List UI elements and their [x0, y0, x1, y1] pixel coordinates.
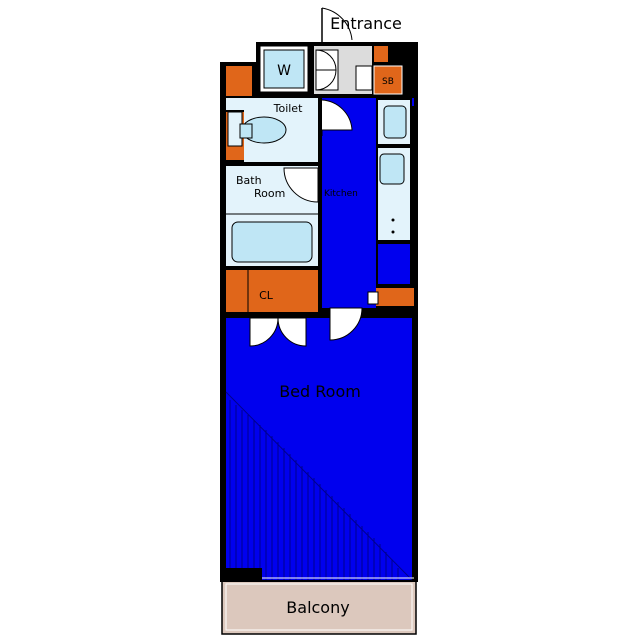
washer-space: W — [259, 45, 309, 93]
closet-label: CL — [259, 289, 274, 302]
bath-label-line1: Bath — [236, 174, 262, 187]
kitchen-label: Kitchen — [324, 189, 358, 199]
entrance-area — [314, 7, 388, 94]
balcony-window — [222, 568, 414, 580]
toilet-label: Toilet — [273, 102, 303, 115]
bedroom-floor — [225, 318, 413, 581]
closet: CL — [226, 270, 318, 312]
kitchen-counter: Kitchen — [324, 98, 414, 306]
shoe-box: SB — [373, 65, 403, 95]
shoe-box-label: SB — [382, 77, 394, 87]
washer-label: W — [277, 63, 291, 79]
toilet-room: Toilet — [226, 98, 353, 162]
floor-hatch — [229, 400, 399, 580]
bath-label-line2: Room — [254, 187, 285, 200]
bedroom-label: Bed Room — [279, 382, 361, 401]
balcony-label: Balcony — [286, 598, 349, 617]
kitchen-floor — [322, 98, 414, 308]
balcony — [221, 579, 417, 635]
bedroom-doors — [249, 307, 363, 347]
bath-room: Bath Room — [226, 166, 319, 266]
bedroom-top-wall — [222, 312, 418, 318]
entrance-label: Entrance — [330, 14, 402, 33]
